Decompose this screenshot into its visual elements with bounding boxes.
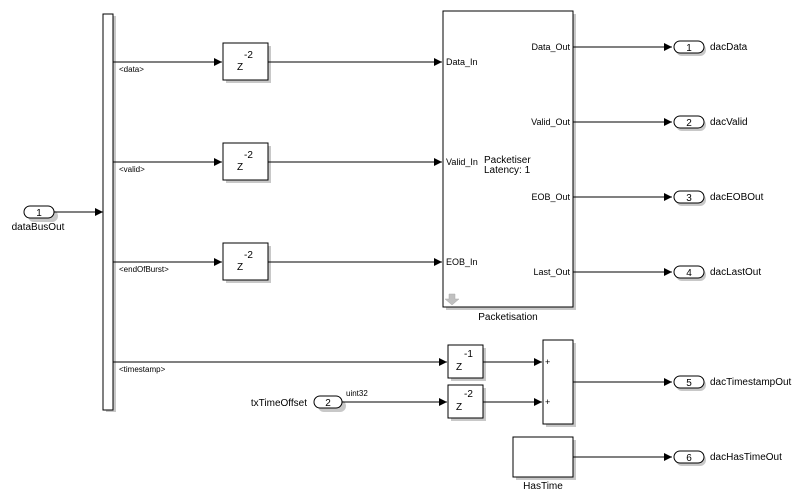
port-eob-in: EOB_In [446, 257, 478, 267]
signal-type-label: uint32 [346, 389, 368, 398]
signal-label-data: <data> [119, 65, 144, 74]
bus-selector[interactable] [102, 13, 116, 412]
delay-block-data[interactable]: -2 Z [222, 42, 271, 83]
outport-4-label: dacLastOut [710, 267, 761, 278]
outport-4[interactable]: 4 [673, 265, 706, 281]
packetiser-latency: Latency: 1 [484, 165, 531, 176]
delay-block-eob[interactable]: -2 Z [222, 242, 271, 283]
delay-exponent: -2 [244, 150, 253, 161]
port-last-out: Last_Out [533, 267, 570, 277]
outport-1[interactable]: 1 [673, 40, 706, 56]
delay-base: Z [456, 402, 462, 413]
sum-sign-2: + [545, 397, 550, 407]
signal-label-timestamp: <timestamp> [119, 365, 166, 374]
delay-block-timestamp[interactable]: -1 Z [447, 344, 486, 381]
outport-number: 5 [686, 378, 692, 389]
outport-3-label: dacEOBOut [710, 192, 764, 203]
look-under-mask-icon[interactable] [444, 293, 460, 306]
delay-exponent: -2 [464, 389, 473, 400]
delay-exponent: -2 [244, 50, 253, 61]
packetiser-subsystem[interactable]: Data_In Valid_In EOB_In Data_Out Valid_O… [442, 10, 576, 310]
packetiser-title: Packetiser [484, 155, 531, 166]
outport-6-label: dacHasTimeOut [710, 452, 782, 463]
inport-1-label: dataBusOut [12, 222, 65, 233]
outport-5[interactable]: 5 [673, 375, 706, 391]
outport-5-label: dacTimestampOut [710, 377, 792, 388]
outport-number: 1 [686, 43, 692, 54]
delay-block-offset[interactable]: -2 Z [447, 384, 486, 421]
packetiser-name: Packetisation [478, 312, 537, 323]
inport-1-number: 1 [36, 208, 42, 219]
delay-base: Z [237, 262, 243, 273]
inport-2[interactable]: 2 [313, 395, 346, 412]
outport-number: 3 [686, 193, 692, 204]
signal-label-valid: <valid> [119, 165, 145, 174]
hastime-label: HasTime [523, 481, 563, 492]
delay-base: Z [237, 162, 243, 173]
inport-2-number: 2 [325, 398, 331, 409]
outport-number: 2 [686, 118, 692, 129]
outport-2[interactable]: 2 [673, 115, 706, 131]
outport-3[interactable]: 3 [673, 190, 706, 206]
delay-exponent: -1 [464, 349, 473, 360]
port-eob-out: EOB_Out [531, 192, 570, 202]
delay-exponent: -2 [244, 250, 253, 261]
sum-sign-1: + [545, 357, 550, 367]
hastime-block[interactable] [512, 436, 576, 480]
outport-number: 4 [686, 268, 692, 279]
inport-1[interactable]: 1 [23, 205, 58, 222]
outport-number: 6 [686, 453, 692, 464]
sum-block[interactable]: + + [542, 339, 576, 427]
outport-6[interactable]: 6 [673, 450, 706, 466]
delay-block-valid[interactable]: -2 Z [222, 142, 271, 183]
outport-2-label: dacValid [710, 117, 748, 128]
port-valid-out: Valid_Out [531, 117, 570, 127]
signal-label-endofburst: <endOfBurst> [119, 265, 169, 274]
port-valid-in: Valid_In [446, 157, 478, 167]
delay-base: Z [237, 62, 243, 73]
inport-2-label: txTimeOffset [251, 398, 307, 409]
delay-base: Z [456, 362, 462, 373]
port-data-out: Data_Out [531, 42, 570, 52]
outport-1-label: dacData [710, 42, 748, 53]
port-data-in: Data_In [446, 57, 478, 67]
